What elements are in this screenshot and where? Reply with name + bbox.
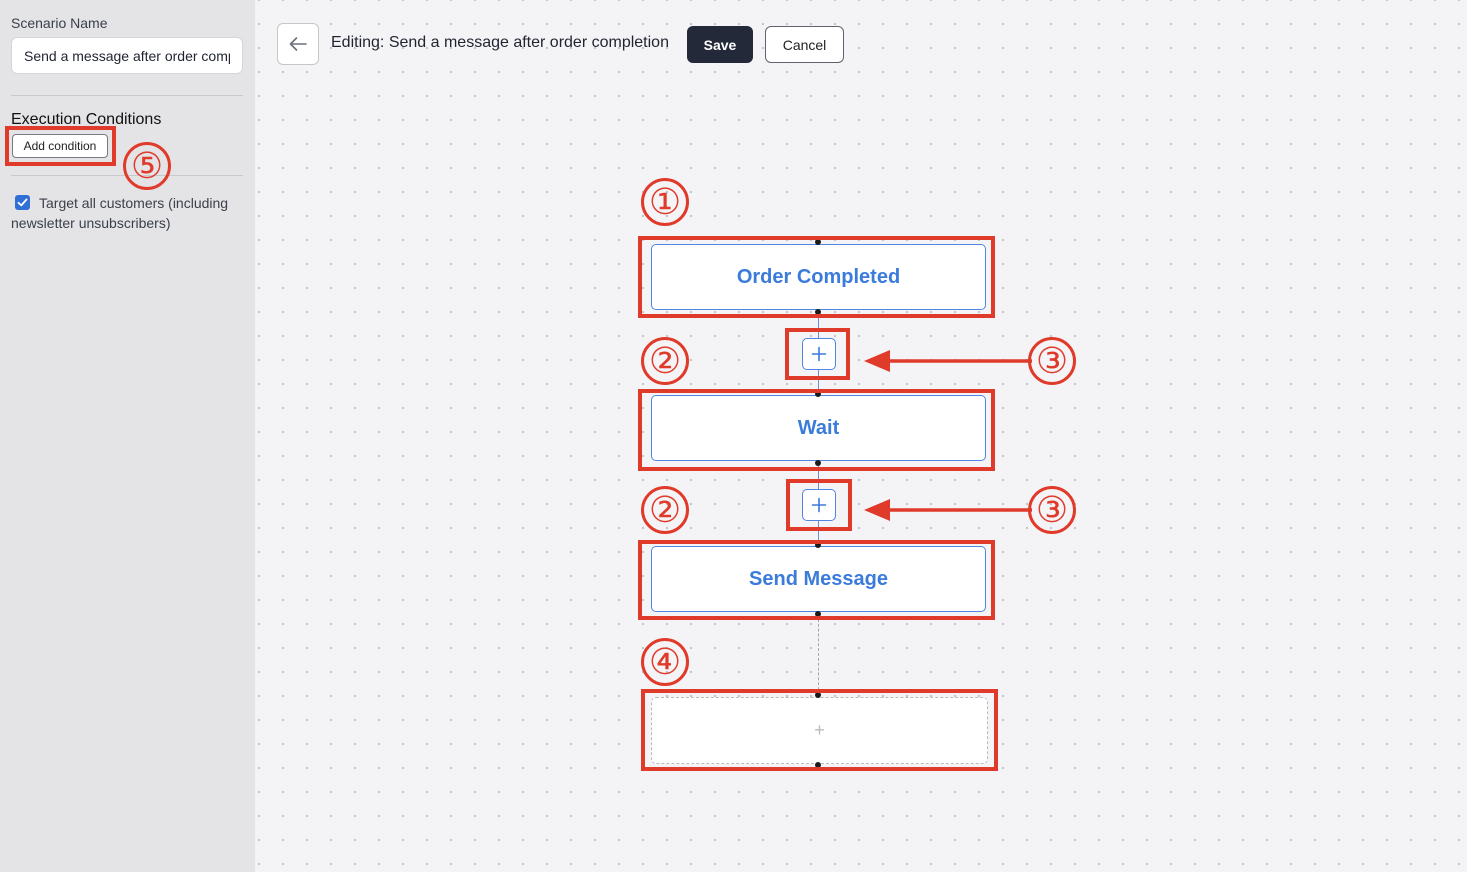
annotation-arrow-icon [864,499,1032,521]
annotation-highlight [638,389,995,471]
annotation-highlight [638,236,995,318]
scenario-name-label: Scenario Name [11,15,108,31]
connection-handle[interactable] [815,611,821,617]
annotation-highlight [5,126,116,166]
annotation-marker-1: ① [641,178,689,226]
insert-step-button[interactable] [802,489,836,521]
back-button[interactable] [277,23,319,65]
target-all-customers-option: Target all customers (including newslett… [11,193,247,233]
annotation-marker-4: ④ [641,638,689,686]
connection-handle[interactable] [815,542,821,548]
connection-handle[interactable] [815,239,821,245]
connection-handle[interactable] [815,460,821,466]
annotation-highlight [785,328,850,380]
annotation-highlight [638,540,995,620]
flow-connector-dashed [818,614,819,695]
annotation-marker-5: ⑤ [123,142,171,190]
divider [11,95,243,96]
insert-step-button[interactable] [802,338,836,370]
trigger-node-order-completed[interactable]: Order Completed [651,244,986,310]
scenario-name-input[interactable] [11,37,243,74]
save-button[interactable]: Save [687,26,753,63]
add-condition-button[interactable]: Add condition [12,134,108,158]
plus-icon [811,497,827,513]
checkmark-icon [17,198,28,207]
annotation-marker-2: ② [641,337,689,385]
arrow-left-icon [289,37,307,51]
connection-handle[interactable] [815,762,821,768]
connection-handle[interactable] [815,692,821,698]
step-node-wait[interactable]: Wait [651,395,986,461]
annotation-highlight [641,689,998,771]
execution-conditions-heading: Execution Conditions [11,111,162,128]
connection-handle[interactable] [815,309,821,315]
flow-canvas[interactable] [255,0,1467,872]
annotation-marker-2: ② [641,486,689,534]
sidebar: Scenario Name Execution Conditions Add c… [0,0,255,872]
plus-icon [811,346,827,362]
annotation-marker-3: ③ [1028,337,1076,385]
add-step-placeholder[interactable]: + [651,697,988,764]
step-node-send-message[interactable]: Send Message [651,546,986,612]
annotation-marker-3: ③ [1028,486,1076,534]
cancel-button[interactable]: Cancel [765,26,844,63]
connection-handle[interactable] [815,391,821,397]
page-title: Editing: Send a message after order comp… [331,34,669,51]
annotation-arrow-icon [864,350,1032,372]
annotation-highlight [786,479,852,531]
target-all-checkbox[interactable] [15,195,30,210]
target-all-label: Target all customers (including newslett… [11,195,229,231]
